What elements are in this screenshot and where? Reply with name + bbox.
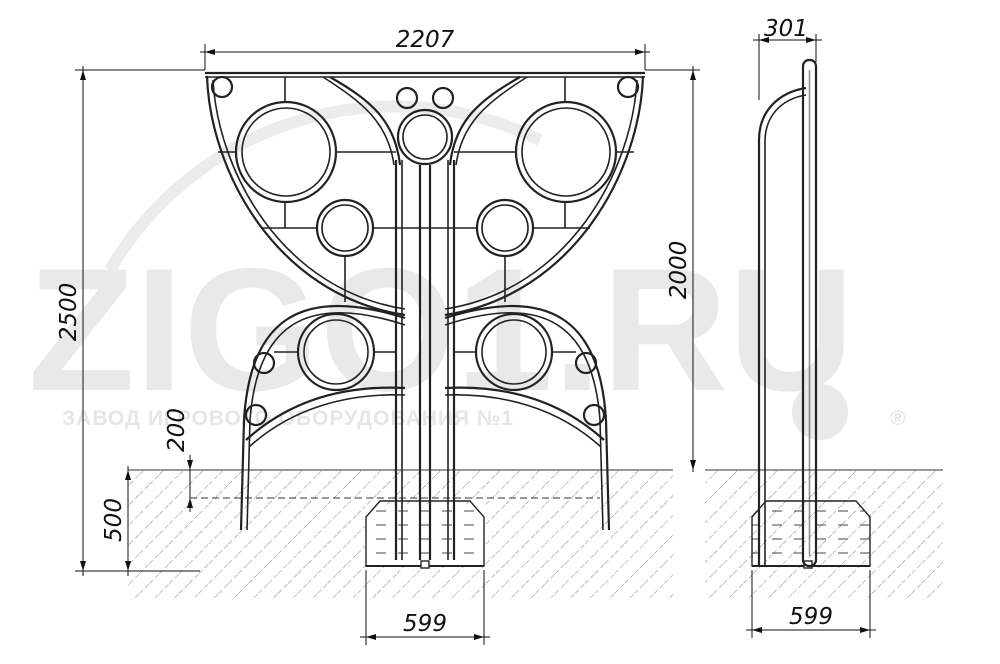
- dimension-lines: [75, 34, 876, 645]
- watermark: ZIGO1.RU ЗАВОД ИГРОВОГО ОБОРУДОВАНИЯ №1 …: [28, 100, 906, 440]
- butterfly-frame: [205, 71, 645, 560]
- footing-front: [365, 500, 485, 567]
- dim-offset: 200: [164, 408, 190, 452]
- ground-front: [128, 469, 673, 600]
- dim-footing-side: 599: [789, 604, 833, 630]
- watermark-logo: ZIGO1.RU: [28, 233, 854, 428]
- watermark-dot: [792, 384, 848, 440]
- dim-footing-front: 599: [403, 611, 447, 637]
- dim-depth-side: 301: [764, 16, 808, 42]
- dim-height-total: 2500: [56, 283, 82, 342]
- watermark-registered: ®: [890, 407, 906, 430]
- dim-width-total: 2207: [396, 27, 455, 53]
- footing-side: [751, 500, 871, 567]
- side-view-post: [757, 58, 818, 568]
- dim-burial-depth: 500: [101, 498, 127, 542]
- watermark-arc: [104, 100, 543, 274]
- dim-height-above-ground: 2000: [666, 241, 692, 300]
- ground-side: [705, 469, 943, 600]
- watermark-tagline: ЗАВОД ИГРОВОГО ОБОРУДОВАНИЯ №1: [62, 407, 514, 430]
- dimension-labels: 2207 301 2500 2000 500 200 599 599: [56, 16, 833, 637]
